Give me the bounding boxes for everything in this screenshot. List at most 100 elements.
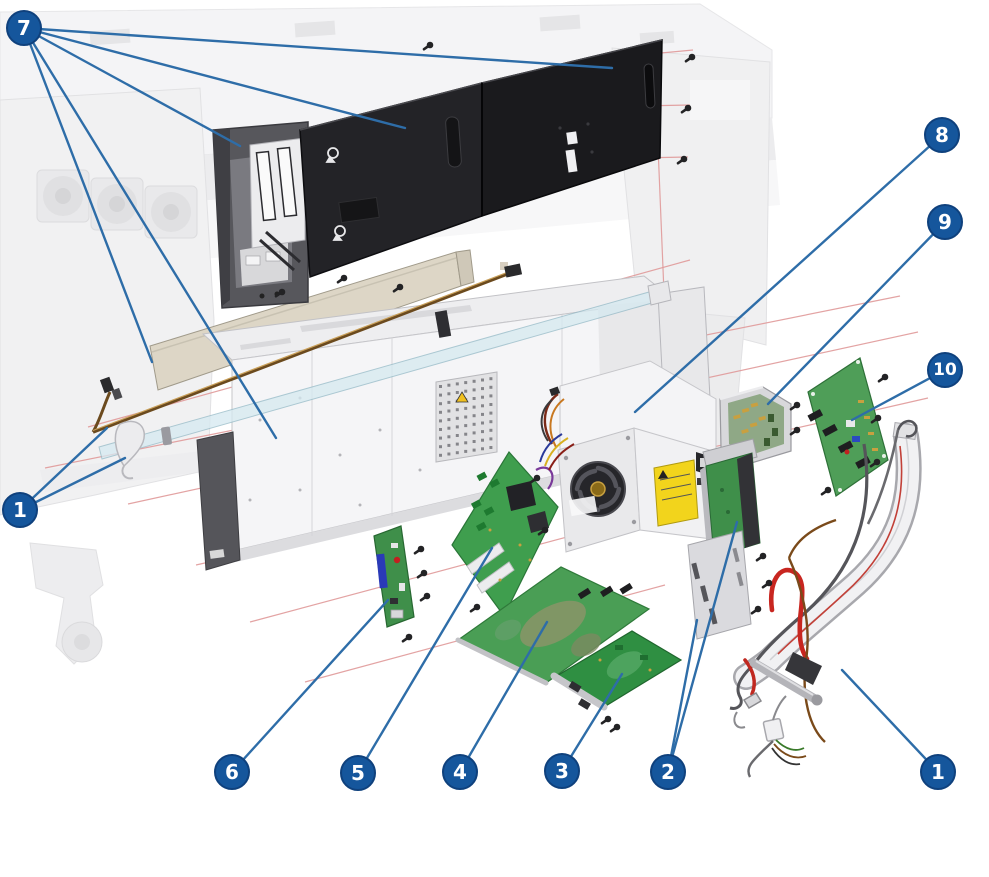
glass-tube [98,280,672,480]
screw-icon [680,104,692,114]
vent-hole [447,409,451,413]
vent-hole [489,385,493,389]
vent-hole [481,421,484,425]
leader-line-2 [666,618,699,774]
vent-hole [472,388,476,392]
vent-hole [455,451,459,455]
leader-line-7 [22,26,154,364]
vent-hole [489,420,493,424]
screw-icon [869,458,881,468]
vent-hole [455,391,459,394]
screw-icon [529,474,541,484]
main-pca-board [451,433,575,618]
vent-hole [439,419,442,423]
vent-hole [439,410,442,414]
engine-board [455,566,651,686]
small-board [373,525,415,628]
vent-hole [447,443,451,447]
screw-icon [789,401,801,411]
keyhole-icon [325,147,346,241]
leader-line-6 [230,598,390,774]
screw-icon [537,526,549,536]
vent-hole [481,387,484,391]
psu-warning-label [653,459,699,527]
vent-hole [439,453,442,457]
parts [91,39,922,778]
screw-layer [274,41,889,733]
vent-hole [464,441,468,445]
leader-line-7 [22,26,278,440]
screw-icon [416,569,428,579]
warning-triangle-icon [455,391,469,403]
vent-hole [439,445,442,449]
screw-icon [392,283,404,293]
screw-icon [750,605,762,615]
leader-line-7 [22,26,407,130]
screw-icon [761,579,773,589]
vent-hole [455,425,459,429]
vent-hole [447,452,451,456]
formatter-board [550,630,683,711]
vent-hole [472,431,476,435]
vent-hole [439,402,442,406]
black-cover-left [299,82,483,279]
chassis-left-plate [196,431,241,571]
cooling-fans-faded [36,169,198,239]
vent-hole [489,446,493,449]
screw-icon [336,274,348,284]
vent-hole [464,389,468,393]
vent-hole [472,405,476,409]
screw-icon [600,715,612,725]
screw-icon [870,414,882,424]
screw-icon [789,426,801,436]
screw-icon [676,155,688,165]
vent-hole [447,435,451,439]
interconnect-board [807,357,889,497]
vent-hole [455,434,459,437]
leader-line-5 [356,546,494,775]
vent-hole [439,436,442,440]
vent-hole [481,378,484,382]
vent-hole [481,395,484,399]
vent-hole [472,414,476,418]
vent-hole [489,437,493,441]
vent-hole [439,385,442,388]
vent-hole [489,394,493,398]
vent-hole [472,379,476,383]
leader-line-7 [22,26,614,70]
screw-icon [422,41,434,51]
screw-icon [274,288,286,298]
power-supply-unit [540,360,721,553]
leader-line-1 [840,668,940,774]
screw-icon [877,373,889,383]
trailing-cable-assembly [729,419,922,778]
vent-hole [455,408,459,412]
vent-hole [447,426,451,430]
screw-icon [413,545,425,555]
vent-hole [447,400,451,404]
vent-hole [489,377,493,381]
vent-hole [489,403,493,406]
leader-line-9 [766,220,947,406]
leader-line-7 [22,26,242,148]
screw-icon [609,723,621,733]
screw-icon [684,53,696,63]
vent-hole [472,422,476,426]
screw-icon [755,552,767,562]
leader-line-8 [633,133,944,414]
vent-hole [481,404,484,408]
vent-hole [464,432,468,436]
red-hook-cable [768,567,810,662]
vent-hole [481,412,484,416]
vent-hole [464,424,468,428]
carriage-cover [212,121,309,309]
leader-line-4 [458,620,549,774]
vent-hole [455,416,459,420]
vent-hole [464,415,468,419]
vent-hole [481,430,484,434]
leader-line-2 [666,520,739,774]
vent-hole [472,397,476,400]
vent-hole [489,428,493,432]
vent-hole [447,383,451,387]
